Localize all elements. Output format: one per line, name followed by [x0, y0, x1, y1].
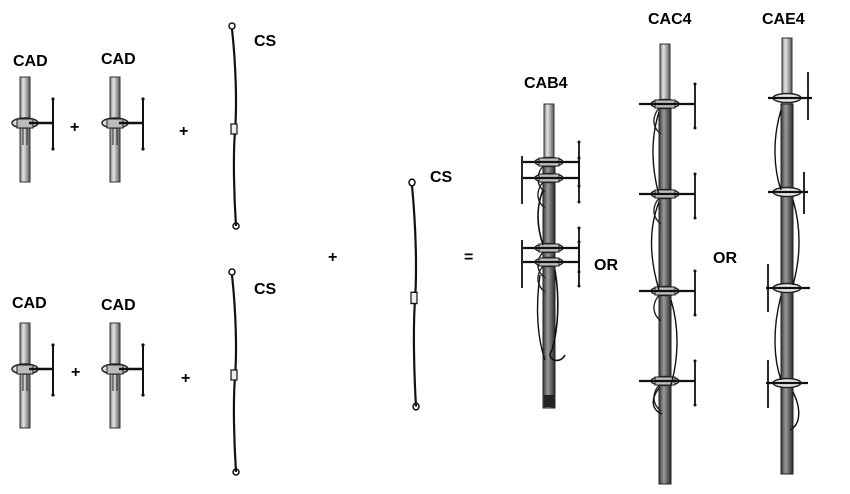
cae4-antenna-array — [766, 37, 812, 475]
or-label-1: OR — [594, 257, 618, 274]
cab4-label: CAB4 — [524, 75, 568, 92]
cad-label-bottom-1: CAD — [12, 295, 47, 312]
cae4-label: CAE4 — [762, 11, 805, 28]
cad-dipole-bottom-1 — [10, 321, 56, 430]
cs-label-middle: CS — [430, 169, 453, 186]
cac4-label: CAC4 — [648, 11, 692, 28]
cad-dipole-bottom-2 — [100, 321, 146, 430]
plus-operator: + — [181, 370, 190, 387]
cad-label-top-1: CAD — [13, 53, 48, 70]
cs-cable-middle — [407, 177, 421, 412]
cab4-antenna-array — [521, 103, 582, 409]
cs-label-top: CS — [254, 33, 277, 50]
plus-operator: + — [179, 123, 188, 140]
cad-label-top-2: CAD — [101, 51, 136, 68]
cs-label-bottom: CS — [254, 281, 277, 298]
or-label-2: OR — [713, 250, 737, 267]
cad-dipole-top-2 — [100, 75, 146, 184]
equals-operator: = — [464, 249, 473, 266]
cs-cable-top — [227, 21, 241, 231]
plus-operator: + — [70, 119, 79, 136]
cs-cable-bottom — [227, 267, 241, 477]
cac4-antenna-array — [637, 43, 698, 485]
plus-operator: + — [328, 249, 337, 266]
cad-label-bottom-2: CAD — [101, 297, 136, 314]
plus-operator: + — [71, 364, 80, 381]
cad-dipole-top-1 — [10, 75, 56, 184]
